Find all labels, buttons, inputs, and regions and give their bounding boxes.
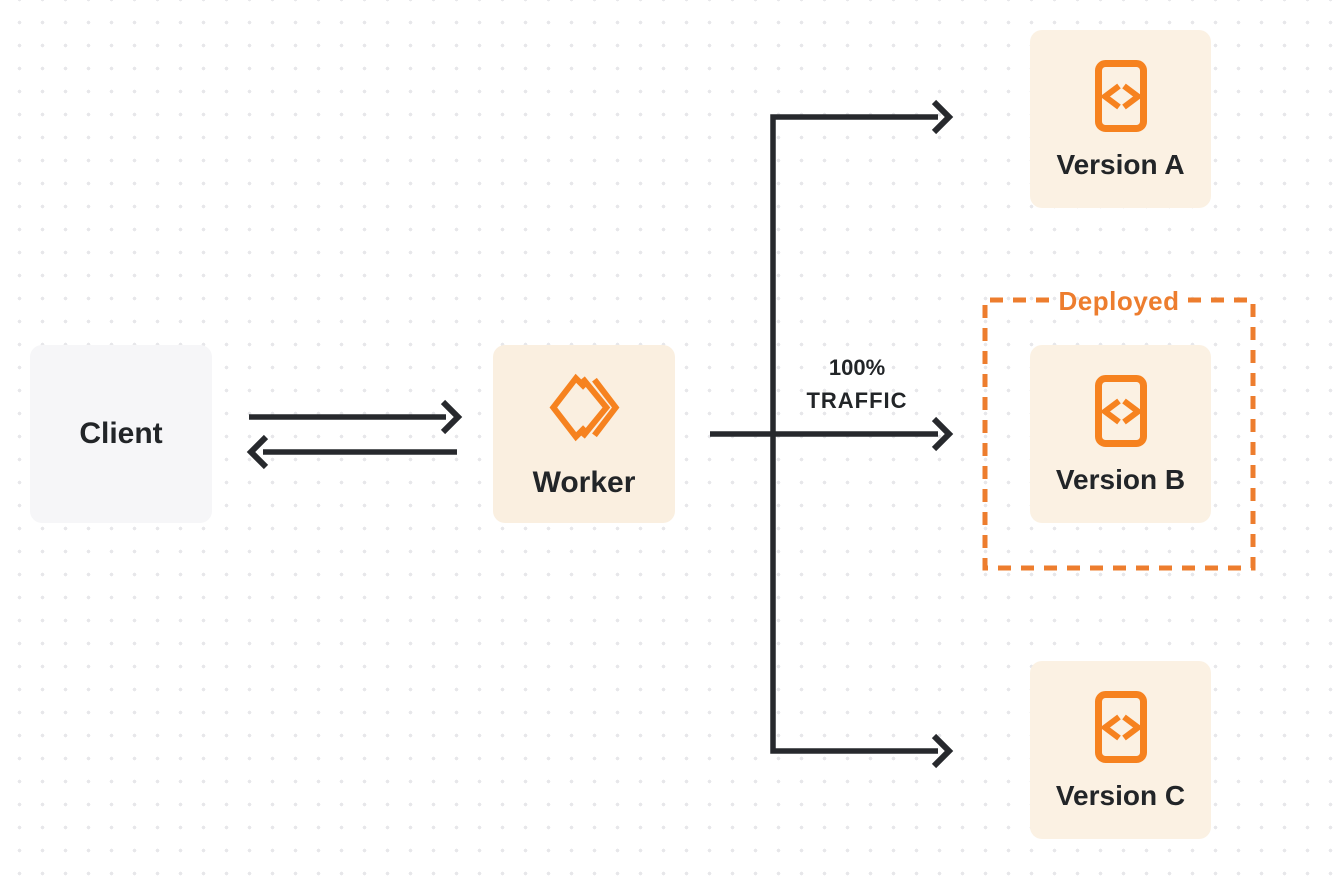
deployed-label: Deployed [1058,286,1180,316]
arrow-branch-to-version-a-head [931,99,954,135]
traffic-caption: TRAFFIC [806,388,908,413]
client-node: Client [30,345,212,523]
worker-label: Worker [532,465,636,499]
arrow-client-to-worker-head [440,399,463,435]
code-icon [1094,60,1147,132]
arrow-branch-to-version-c-head [931,733,954,769]
version-b-label: Version B [1055,464,1186,495]
workers-icon [549,373,619,441]
code-icon [1094,375,1147,447]
worker-node: Worker [493,345,675,523]
arrow-worker-to-client-head [246,434,269,470]
version-a-node: Version A [1030,30,1211,208]
arrow-worker-to-version-b-head [931,416,954,452]
code-icon [1094,691,1147,763]
version-b-node: Version B [1030,345,1211,523]
client-label: Client [79,417,163,450]
version-c-node: Version C [1030,661,1211,839]
traffic-annotation: 100% TRAFFIC [795,351,919,417]
version-a-label: Version A [1056,149,1185,180]
version-c-label: Version C [1055,780,1186,811]
traffic-percent: 100% [828,355,886,380]
branch-line [770,114,938,754]
